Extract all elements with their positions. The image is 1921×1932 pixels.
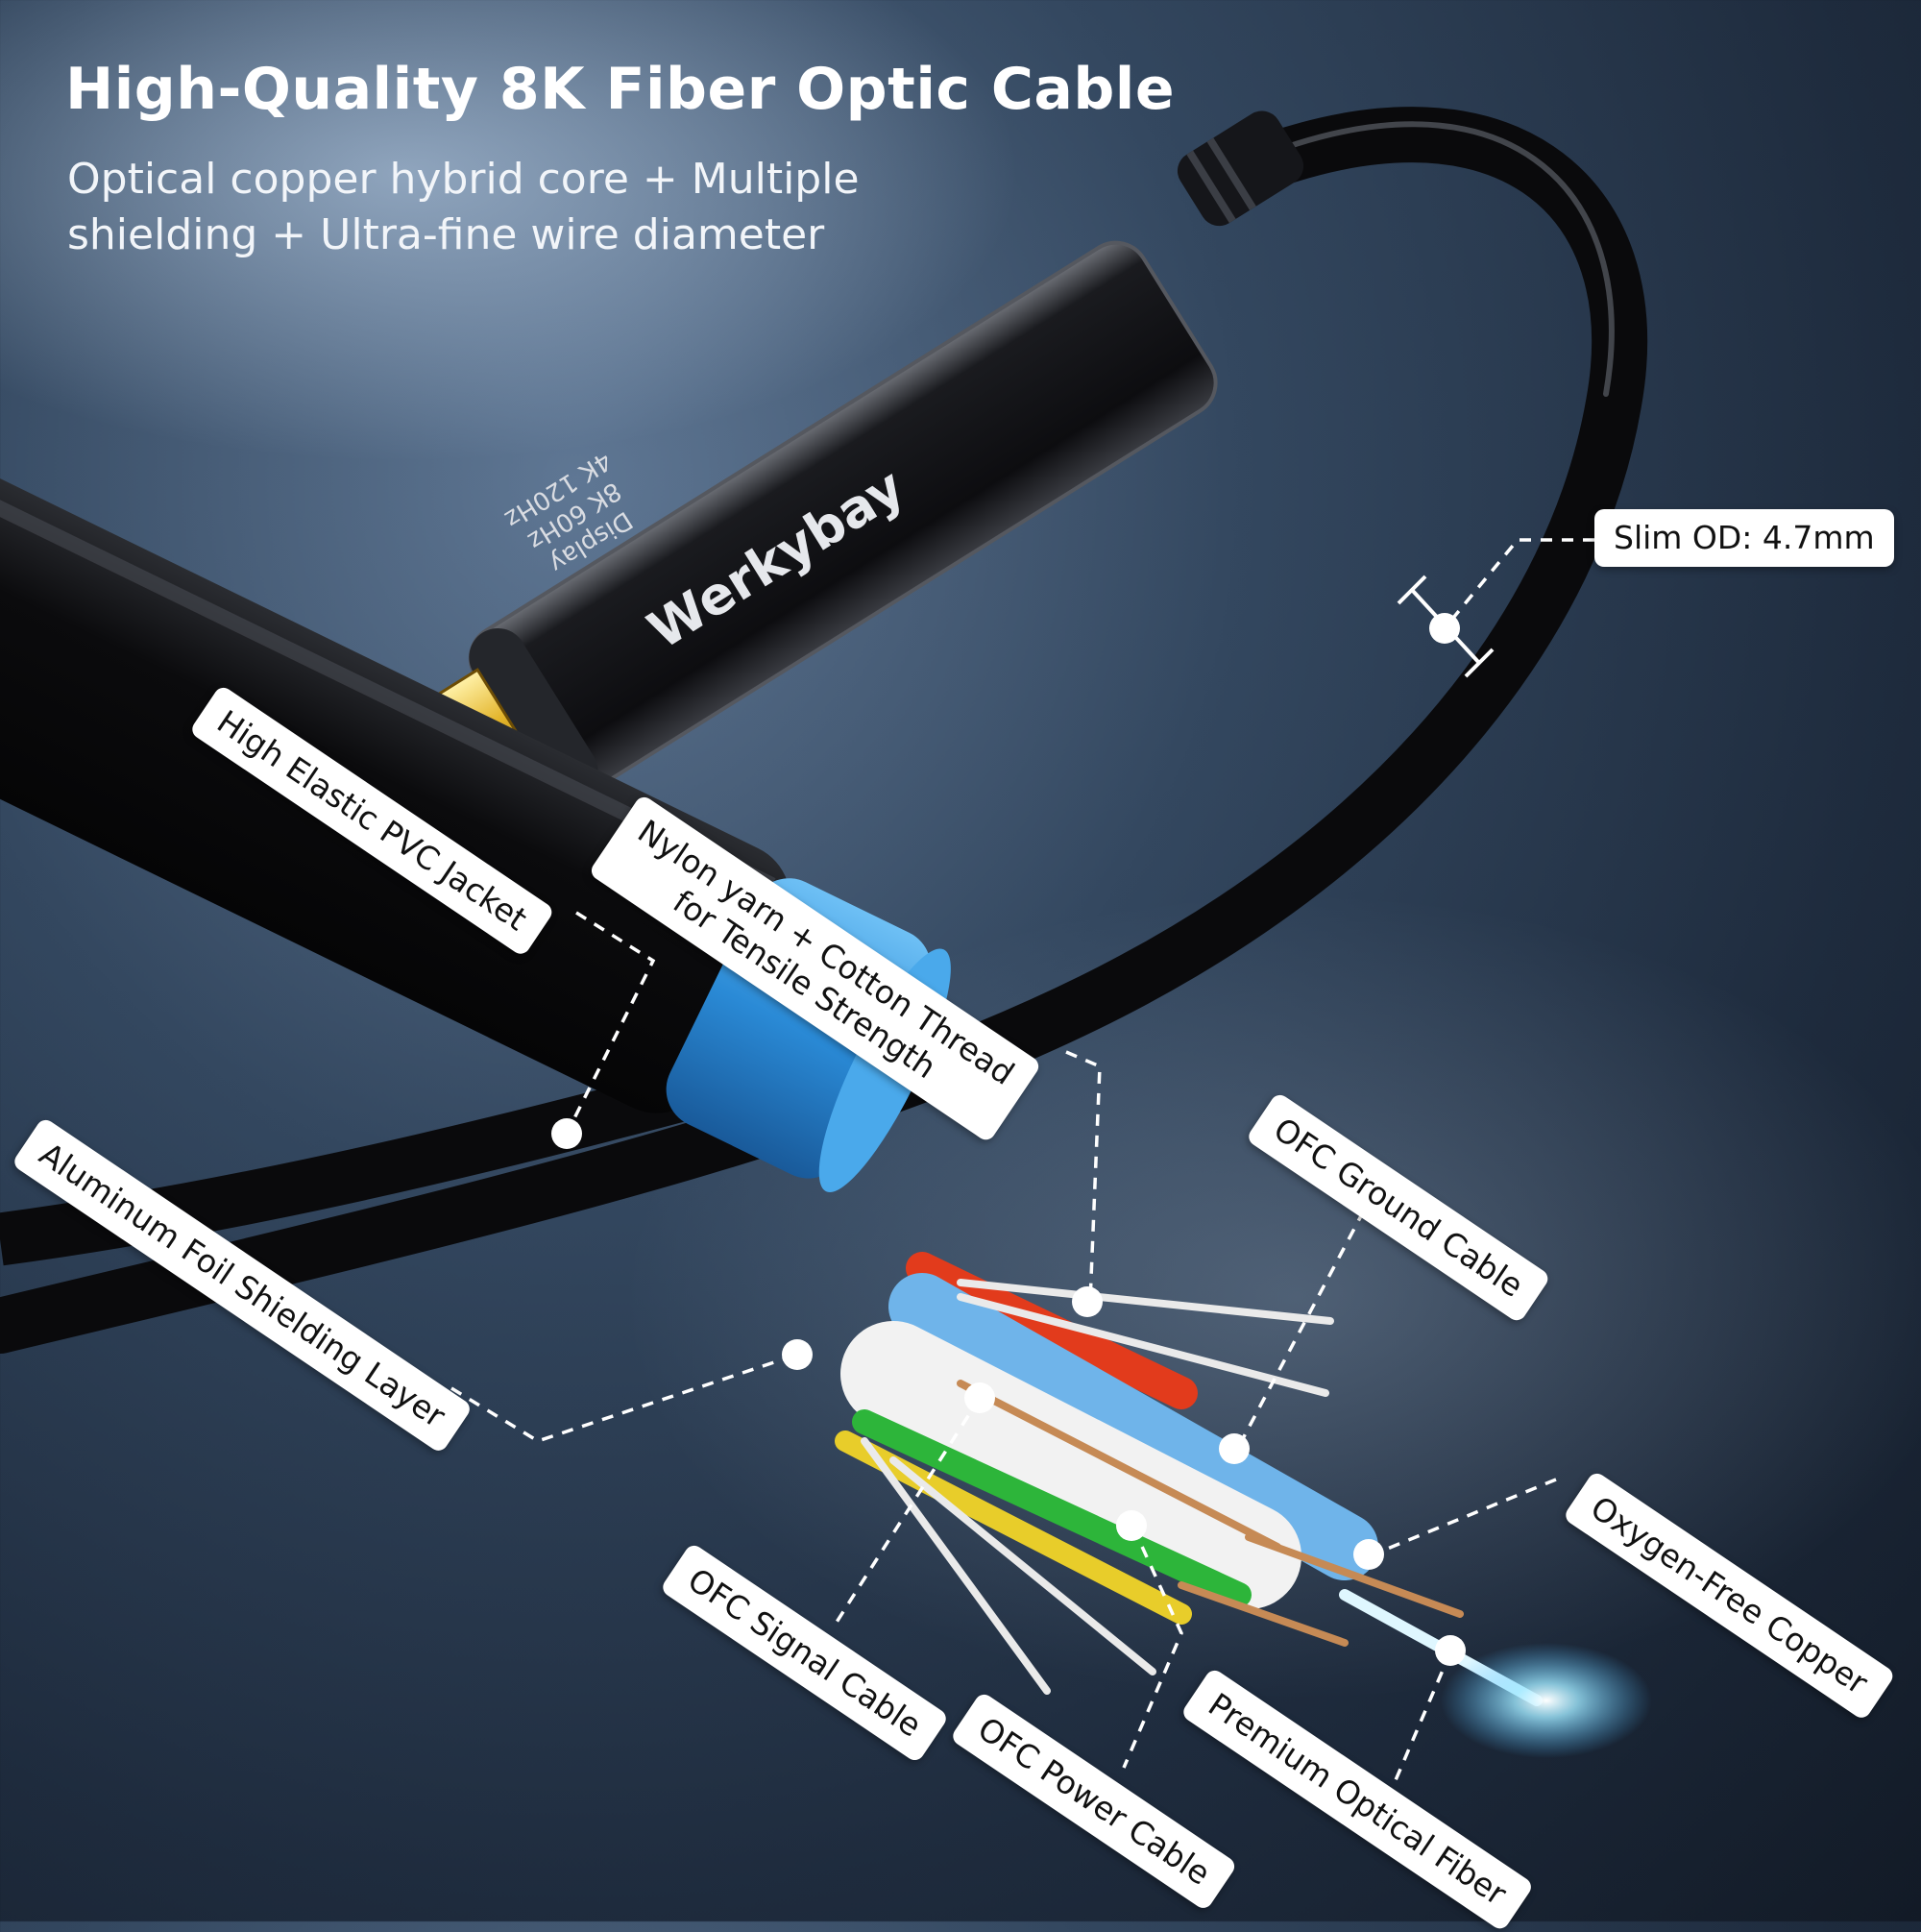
- dot-nylon: [1072, 1286, 1103, 1317]
- leader-power: [1122, 1527, 1183, 1769]
- wire-green: [852, 1409, 1252, 1607]
- wire-blue-jacket: [888, 1273, 1378, 1580]
- dot-optical: [1435, 1635, 1466, 1666]
- dot-foil: [782, 1339, 813, 1370]
- dot-slim-od: [1429, 613, 1460, 644]
- leader-signal: [834, 1397, 982, 1625]
- leader-slim-od: [1443, 538, 1594, 630]
- wire-thin-white-3: [861, 1437, 1051, 1695]
- background-glow: [0, 0, 1018, 461]
- label-slim-od: Slim OD: 4.7mm: [1594, 509, 1894, 567]
- thin-cable-loop: [0, 107, 1648, 1354]
- callout-dots: [551, 613, 1466, 1666]
- leader-optical: [1391, 1651, 1452, 1788]
- wire-thin-white-2: [957, 1293, 1329, 1397]
- callout-leaders: [450, 538, 1594, 1788]
- wire-thin-white-4: [889, 1456, 1156, 1675]
- dot-ground: [1219, 1433, 1250, 1464]
- leader-foil: [450, 1353, 798, 1443]
- wire-copper-2: [1245, 1533, 1464, 1618]
- page-title: High-Quality 8K Fiber Optic Cable: [65, 56, 1176, 123]
- inner-wires: [835, 1252, 1652, 1758]
- connector-boot: [1177, 110, 1304, 227]
- leader-nylon: [1065, 1050, 1102, 1303]
- dot-oxygen: [1353, 1539, 1384, 1570]
- wire-white-jacket: [840, 1321, 1301, 1609]
- wire-copper-1: [957, 1380, 1281, 1551]
- wire-copper-3: [1178, 1581, 1349, 1647]
- dot-power: [1116, 1510, 1147, 1541]
- optical-fiber-glow: [1441, 1643, 1652, 1758]
- leader-ground: [1237, 1210, 1366, 1447]
- dot-pvc: [551, 1118, 582, 1149]
- wire-thin-white-1: [957, 1279, 1334, 1325]
- page-subtitle: Optical copper hybrid core + Multiple sh…: [67, 155, 860, 259]
- pvc-jacket-highlight: [0, 419, 776, 893]
- thin-cable-highlight: [1246, 121, 1615, 397]
- leader-pvc: [565, 911, 656, 1135]
- wire-red: [906, 1252, 1198, 1409]
- dot-signal: [964, 1382, 995, 1413]
